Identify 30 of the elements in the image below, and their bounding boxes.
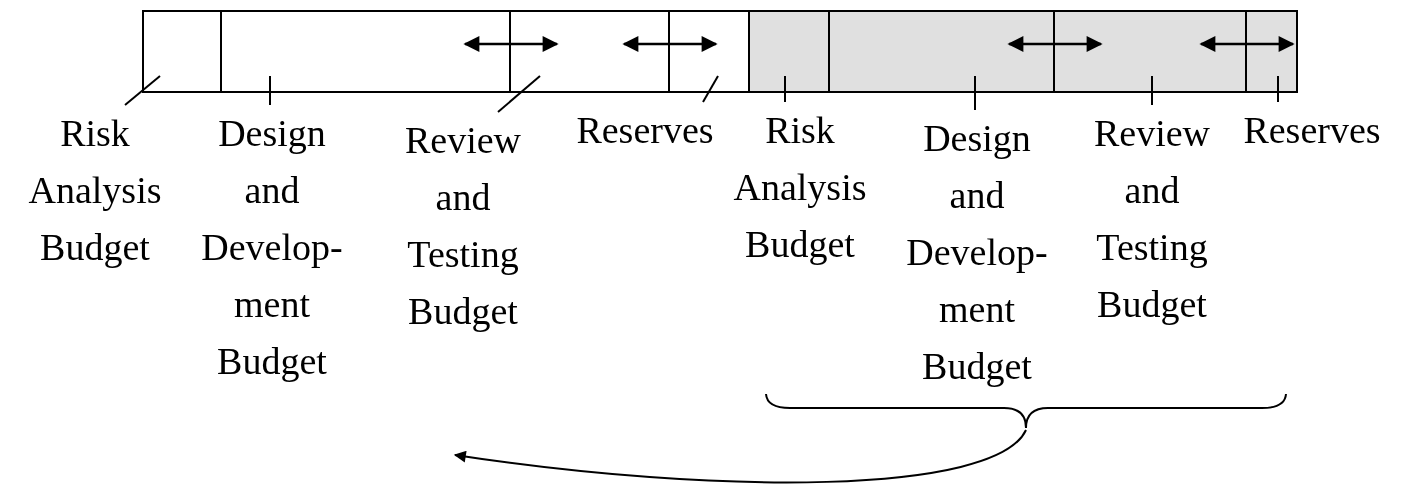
bar-segment xyxy=(828,10,1055,93)
bar-segment xyxy=(748,10,830,93)
leader-line xyxy=(974,75,976,111)
bar-segment xyxy=(1053,10,1247,93)
bar-segment xyxy=(142,10,222,93)
double-arrow xyxy=(463,36,559,52)
curved-arrow xyxy=(453,429,1027,484)
leader-line xyxy=(269,75,271,106)
double-arrow xyxy=(622,36,718,52)
segment-label: Review and Testing Budget xyxy=(1082,105,1222,333)
segment-label: Reserves xyxy=(565,102,725,159)
bar-segment xyxy=(509,10,670,93)
leader-line xyxy=(784,75,786,103)
leader-line xyxy=(124,75,161,106)
leader-line xyxy=(497,75,541,113)
segment-label: Design and Develop- ment Budget xyxy=(186,105,358,390)
bar-segment xyxy=(1245,10,1298,93)
segment-label: Reserves xyxy=(1229,102,1395,159)
bar-segment xyxy=(220,10,511,93)
segment-label: Review and Testing Budget xyxy=(393,112,533,340)
leader-line xyxy=(1151,75,1153,106)
leader-line xyxy=(702,75,719,103)
segment-label: Risk Analysis Budget xyxy=(20,105,170,276)
curly-brace xyxy=(765,393,1287,429)
double-arrow xyxy=(1007,36,1103,52)
leader-line xyxy=(1277,75,1279,103)
double-arrow xyxy=(1199,36,1295,52)
segment-label: Design and Develop- ment Budget xyxy=(891,110,1063,395)
segment-label: Risk Analysis Budget xyxy=(725,102,875,273)
bar-segment xyxy=(668,10,750,93)
